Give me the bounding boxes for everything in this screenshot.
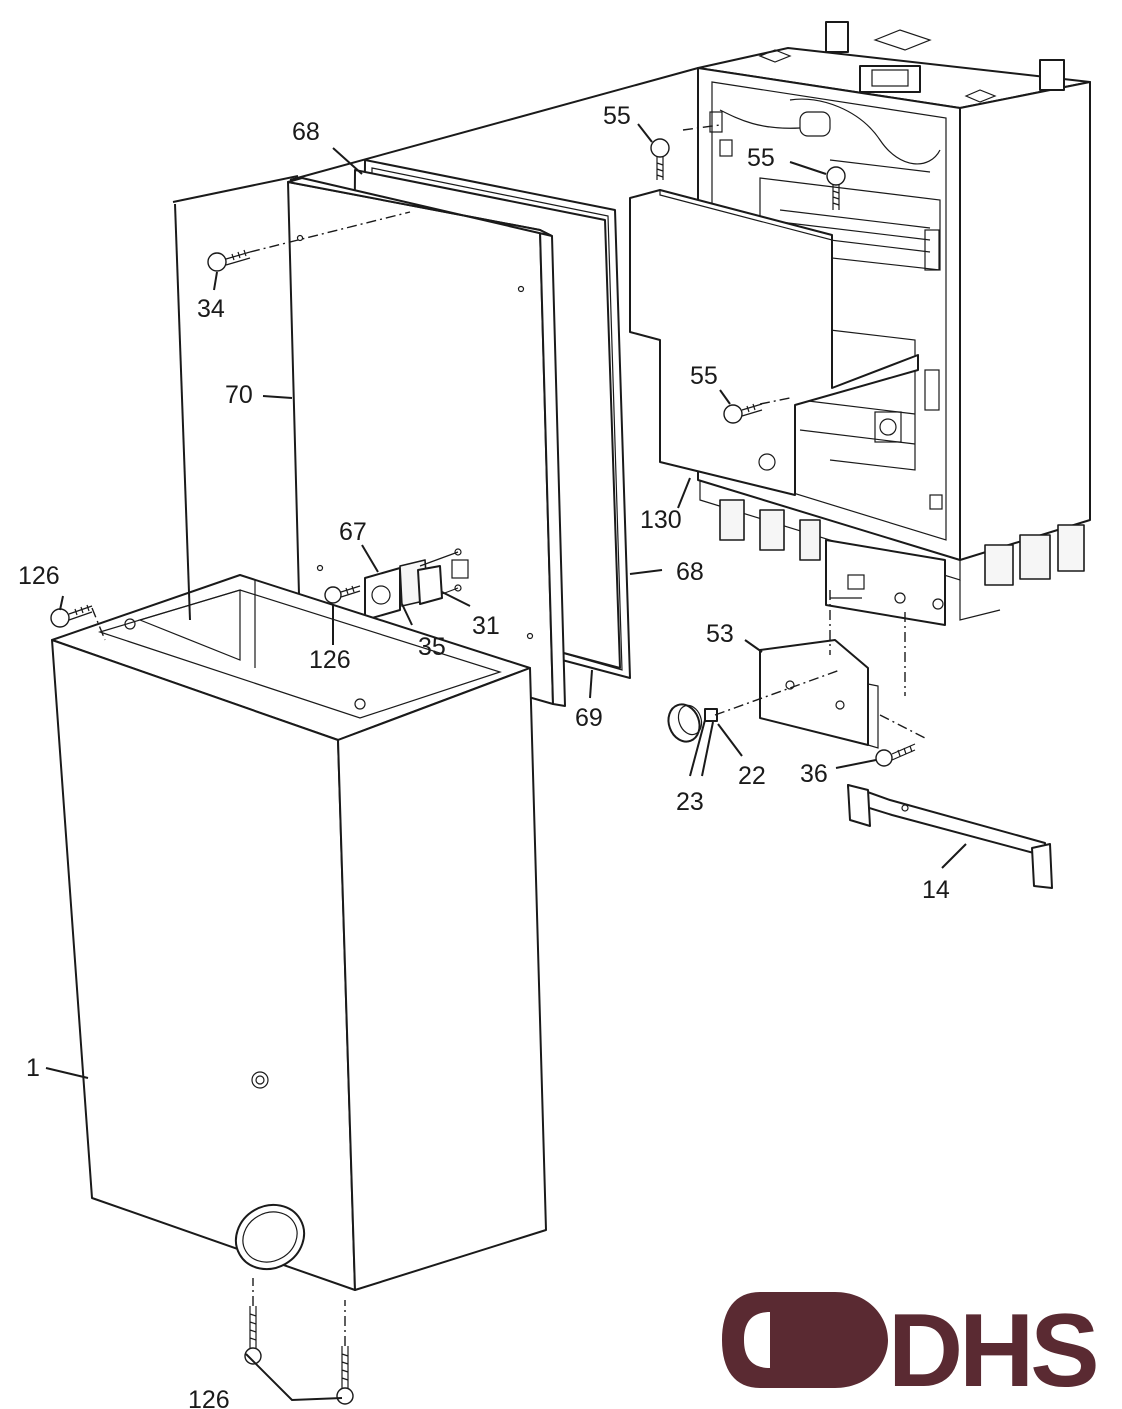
- screw-36: [875, 743, 916, 767]
- assembly-lines: [91, 67, 926, 1346]
- label-126-left: 126: [18, 562, 60, 590]
- screw-55-low: [723, 403, 763, 424]
- screw-126-panel: [324, 585, 361, 604]
- screw-34: [207, 249, 251, 272]
- label-55-mid: 55: [747, 144, 775, 172]
- logo-arrow-mark: [722, 1292, 888, 1388]
- label-130: 130: [640, 506, 682, 534]
- control-plate-53: [759, 639, 879, 749]
- screw-126-bottom-a: [244, 1306, 262, 1365]
- label-23: 23: [676, 788, 704, 816]
- part-labels: 68 34 70 55 55 55 130 68 69 67 35 31 126…: [18, 102, 950, 1409]
- screw-55-top: [650, 138, 670, 180]
- label-69: 69: [575, 704, 603, 732]
- label-55-low: 55: [690, 362, 718, 390]
- label-70: 70: [225, 381, 253, 409]
- outer-casing-1: [51, 574, 547, 1291]
- label-34: 34: [197, 295, 225, 323]
- bracket-14: [847, 784, 1053, 889]
- label-31: 31: [472, 612, 500, 640]
- label-68-side: 68: [676, 558, 704, 586]
- inner-panel-70: [287, 177, 566, 707]
- screw-126-bottom-b: [336, 1346, 354, 1405]
- switch-assembly: [364, 548, 469, 621]
- label-36: 36: [800, 760, 828, 788]
- label-22: 22: [738, 762, 766, 790]
- label-55-top: 55: [603, 102, 631, 130]
- label-126-bottom: 126: [188, 1386, 230, 1409]
- dhs-logo: DHS: [722, 1292, 1100, 1409]
- leader-lines: [45, 123, 967, 1402]
- label-35: 35: [418, 633, 446, 661]
- screw-126-left: [50, 604, 93, 628]
- label-126-panel: 126: [309, 646, 351, 674]
- logo-text: DHS: [888, 1293, 1096, 1409]
- label-53: 53: [706, 620, 734, 648]
- screws: [50, 138, 916, 1405]
- screw-55-mid: [826, 166, 846, 210]
- label-67: 67: [339, 518, 367, 546]
- label-14: 14: [922, 876, 950, 904]
- inner-cover-130: [629, 189, 919, 496]
- label-68-top: 68: [292, 118, 320, 146]
- label-1: 1: [26, 1054, 40, 1082]
